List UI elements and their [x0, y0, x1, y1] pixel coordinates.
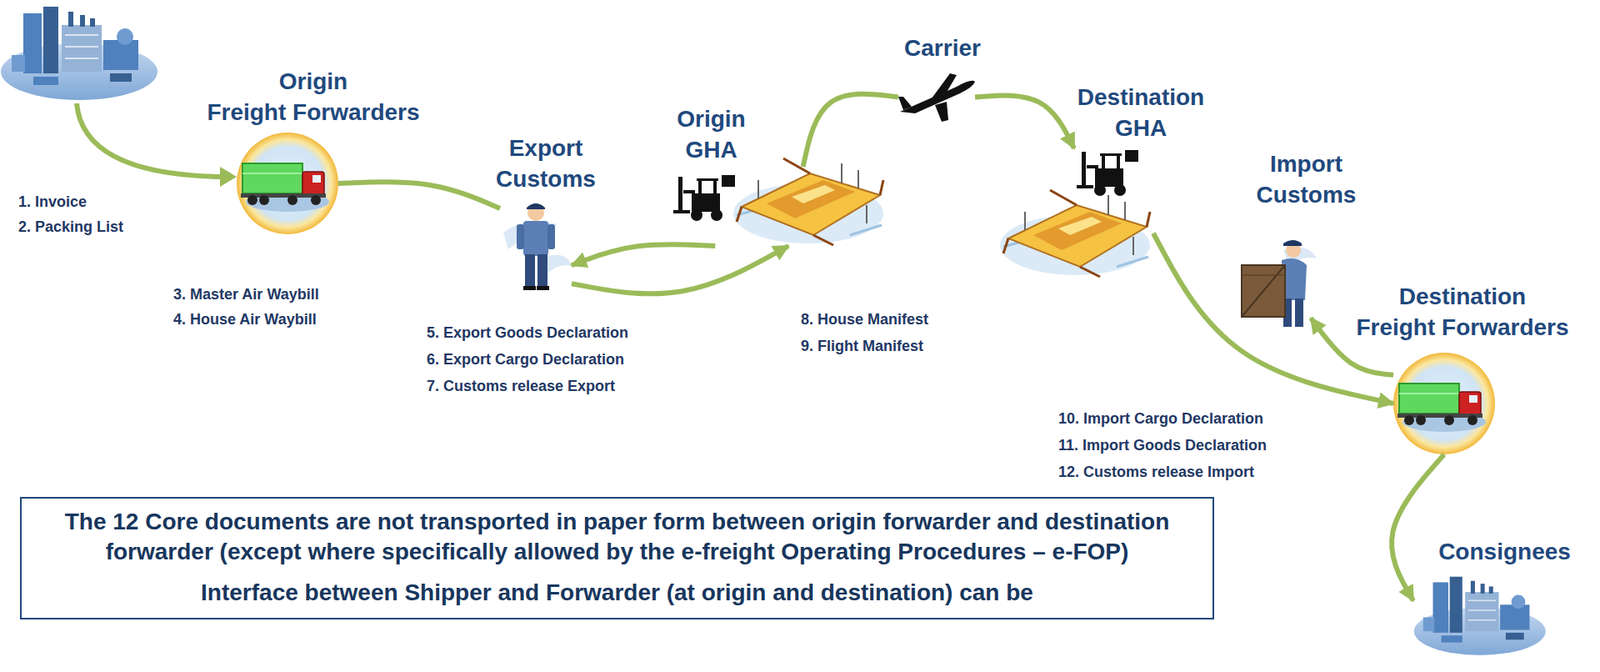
plane-icon [898, 73, 975, 122]
document-label: 12. Customs release Import [1058, 463, 1255, 482]
station-node: Destination Freight Forwarders [1393, 352, 1495, 455]
import-officer-icon [1241, 274, 1285, 276]
wrap-spacer [203, 66, 275, 90]
station-heading: Consignees [1438, 536, 1571, 567]
origin-truck [236, 132, 339, 235]
document-label: 7. Customs release Export [426, 377, 615, 396]
flow-connector [1391, 454, 1445, 601]
export-officer [503, 203, 572, 290]
shipper-arrow [76, 103, 224, 177]
station-heading: Destination GHA [1074, 82, 1209, 144]
document-label: 1. Invoice [18, 193, 87, 212]
document-label: 3. Master Air Waybill [173, 285, 320, 305]
station-heading: Carrier [904, 33, 981, 64]
flow-connector [338, 181, 500, 209]
wrap-spacer [351, 66, 424, 90]
import-officer-icon [1241, 265, 1285, 317]
note-text: Interface between Shipper and Forwarder … [40, 577, 1195, 608]
station-node: Consignees [1413, 571, 1546, 668]
origin-forklift [673, 175, 735, 221]
destination-airport [1000, 190, 1150, 277]
note-text: The 12 Core documents are not transporte… [40, 506, 1195, 568]
station-heading: Origin Freight Forwarders [203, 66, 424, 128]
import-officer-icon [1295, 298, 1304, 327]
station-heading: Import Customs [1253, 149, 1360, 210]
document-label: 4. House Air Waybill [173, 310, 317, 330]
plane-icon [931, 73, 957, 99]
origin-airport [733, 158, 884, 245]
origin-forklift [673, 175, 735, 221]
import-officer-icon [1241, 265, 1285, 317]
destination-truck [1393, 352, 1495, 455]
wrap-spacer [1352, 281, 1395, 305]
station-heading: Origin GHA [673, 104, 750, 165]
station-node: Export Customs [500, 199, 572, 291]
origin-airport [733, 158, 884, 245]
wrap-spacer [1530, 281, 1573, 305]
flow-connector [803, 94, 899, 167]
import-officer-icon [1241, 240, 1317, 327]
document-label: 9. Flight Manifest [800, 337, 924, 356]
document-label: 5. Export Goods Declaration [426, 324, 629, 343]
shipper-factory [0, 6, 158, 100]
document-label: 10. Import Cargo Declaration [1058, 410, 1264, 429]
export-officer [503, 203, 572, 290]
destination-truck [1393, 352, 1495, 455]
flow-connector [571, 244, 715, 265]
note-box: The 12 Core documents are not transporte… [20, 496, 1215, 620]
shipper-arrow [220, 166, 237, 187]
plane-icon [898, 96, 912, 110]
station-node: Origin Freight Forwarders [236, 132, 339, 235]
station-node: Origin GHA [673, 166, 883, 246]
station-node: Import Customs [1240, 240, 1311, 332]
document-label: 2. Packing List [18, 218, 124, 237]
station-heading: Export Customs [492, 133, 600, 195]
origin-truck [236, 132, 339, 235]
flow-connector [975, 95, 1075, 149]
destination-forklift [1076, 150, 1139, 196]
plane-icon [935, 101, 949, 122]
document-label: 8. House Manifest [800, 310, 929, 330]
wrap-spacer [586, 133, 600, 157]
import-officer-icon [1283, 240, 1302, 246]
wrap-spacer [492, 133, 505, 157]
station-heading: Destination Freight Forwarders [1352, 281, 1573, 343]
destination-airport [1000, 190, 1150, 277]
document-label: 11. Import Goods Declaration [1058, 436, 1267, 455]
flow-connector [571, 245, 789, 294]
station-node: Destination GHA [995, 148, 1154, 281]
wrap-spacer [1253, 149, 1267, 173]
destination-forklift [1076, 150, 1139, 196]
shipper-factory [0, 6, 158, 100]
station-node: Carrier [898, 71, 975, 123]
consignee-factory [1414, 576, 1546, 655]
consignee-factory [1414, 576, 1546, 655]
wrap-spacer [1346, 149, 1360, 173]
document-label: 6. Export Cargo Declaration [426, 350, 625, 370]
